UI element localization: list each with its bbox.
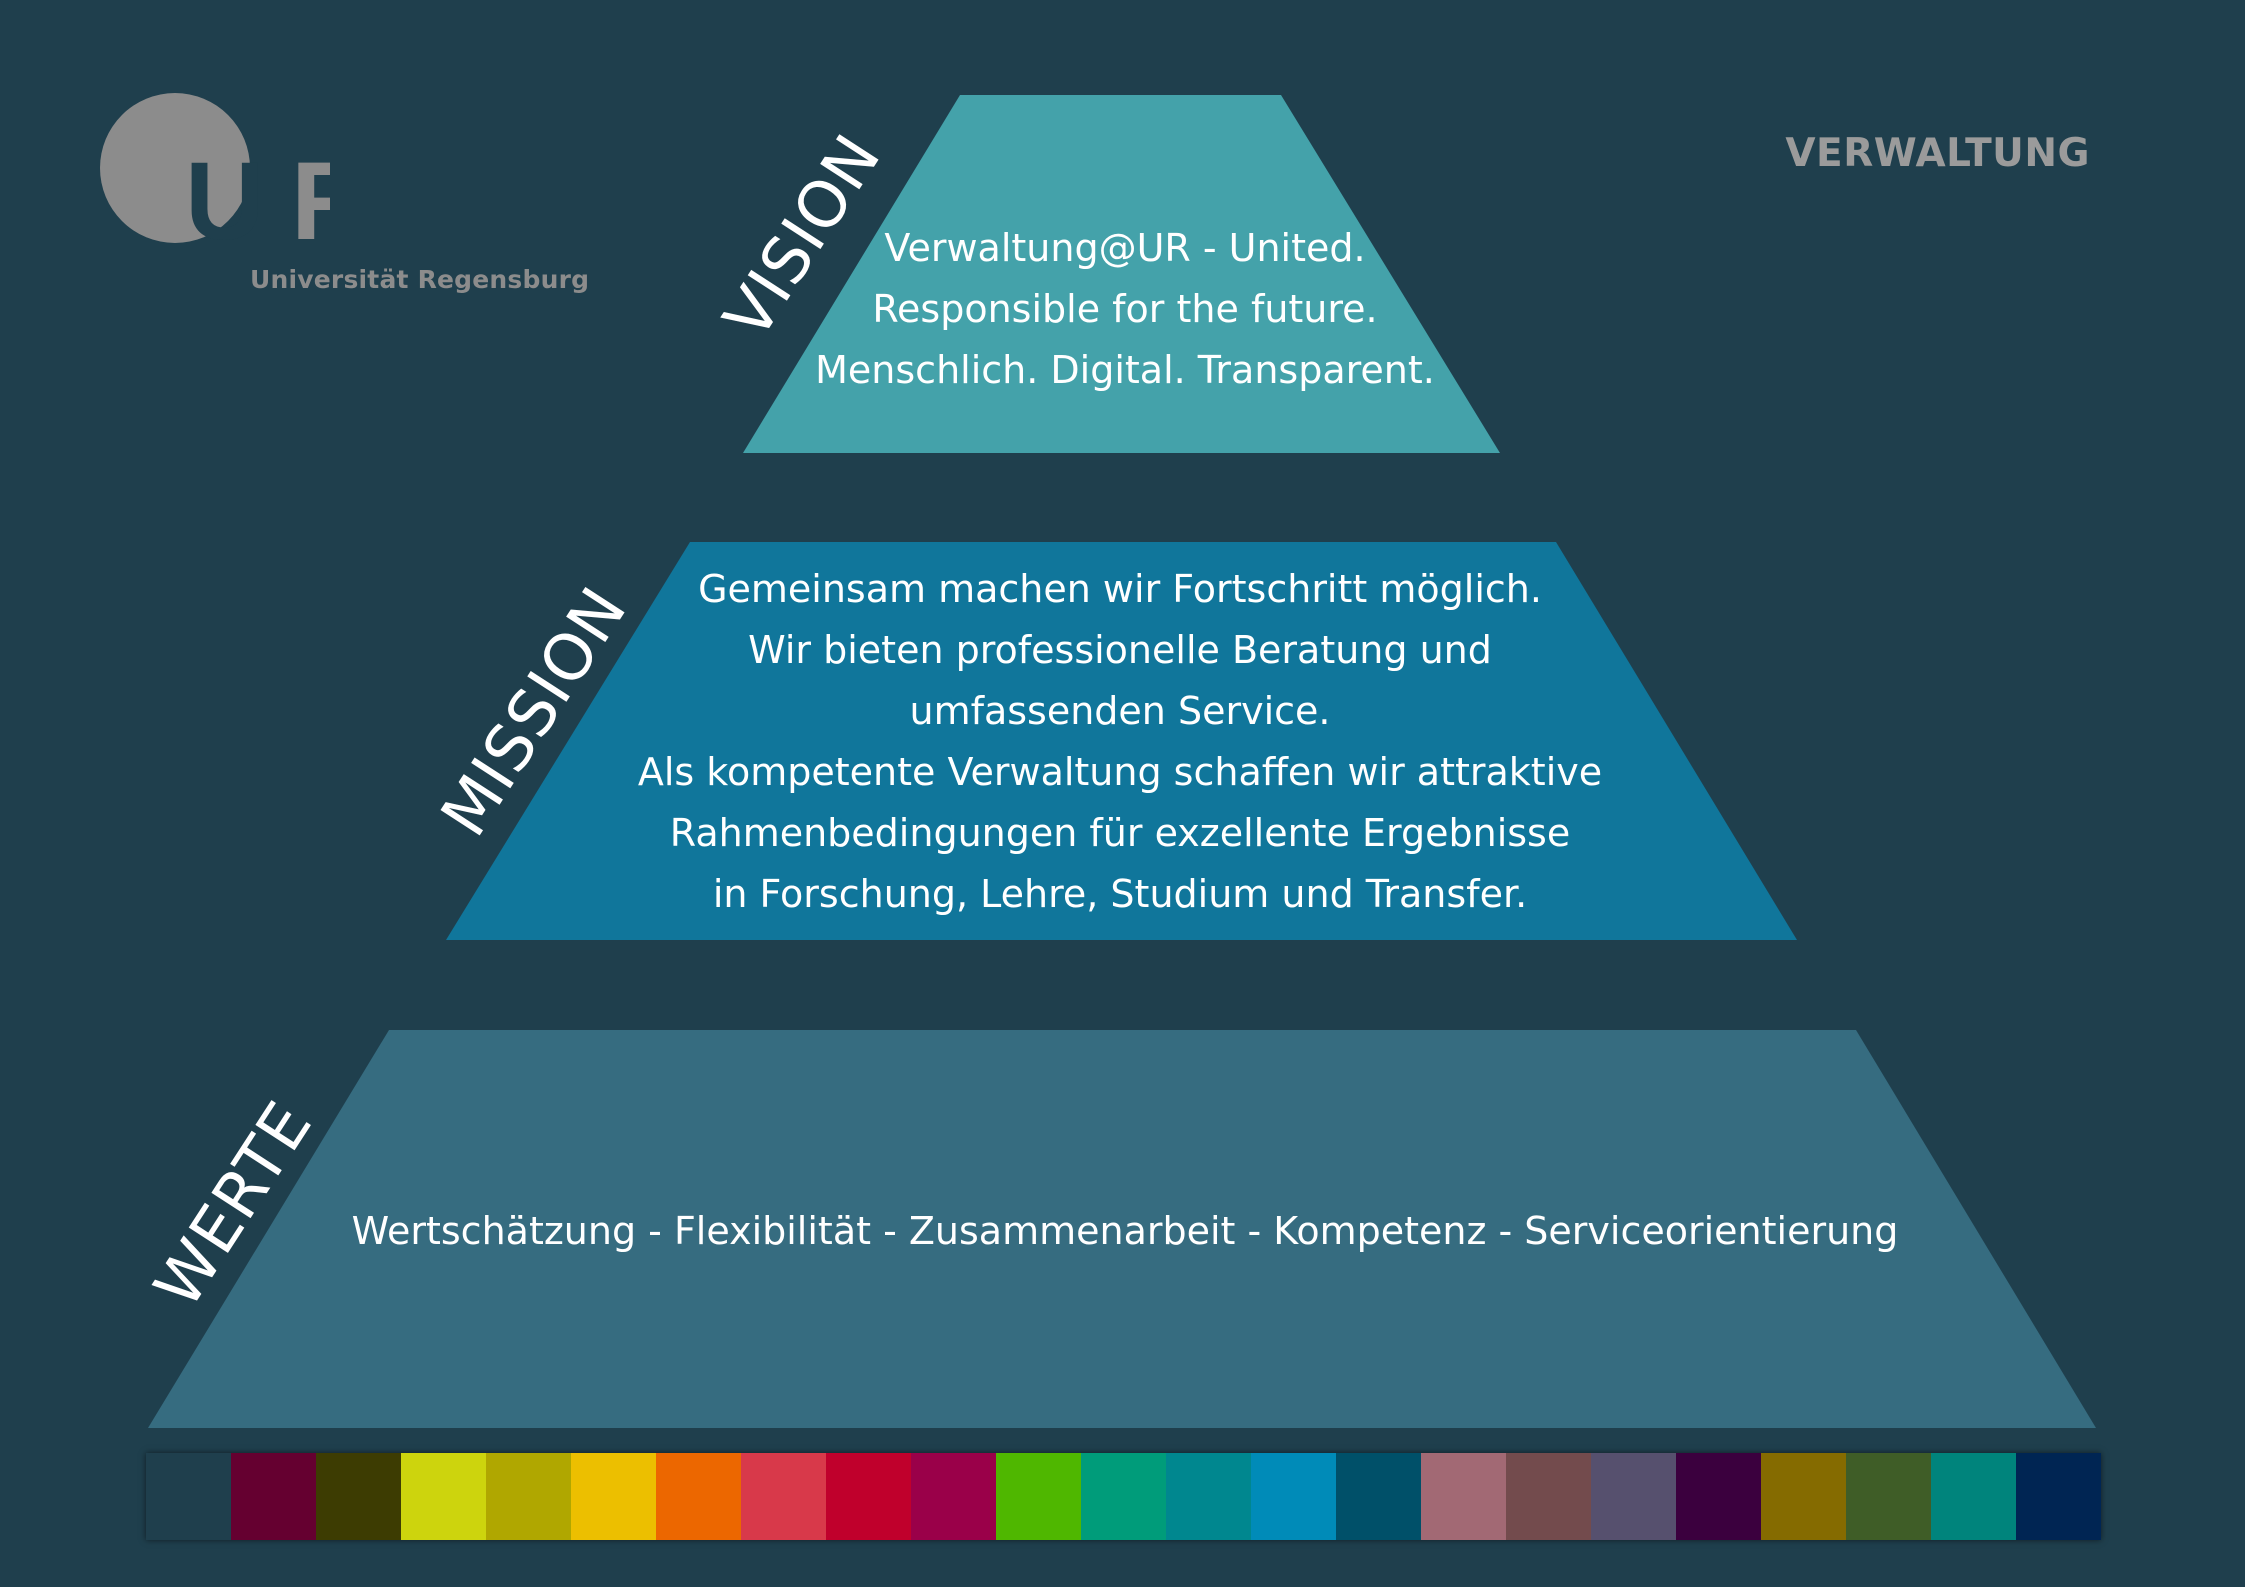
color-swatch [741,1453,826,1540]
mission-line: Wir bieten professionelle Beratung und [748,628,1492,672]
color-swatch [656,1453,741,1540]
color-swatch [2016,1453,2101,1540]
mission-line: Gemeinsam machen wir Fortschritt möglich… [698,567,1542,611]
university-logo: U R Universität Regensburg [100,93,589,303]
color-swatch [571,1453,656,1540]
color-swatch [996,1453,1081,1540]
logo-circle [100,93,250,243]
color-swatch [231,1453,316,1540]
color-swatch [401,1453,486,1540]
university-name: Universität Regensburg [250,265,590,294]
mission-statement: Gemeinsam machen wir Fortschritt möglich… [615,559,1625,925]
color-swatch [1761,1453,1846,1540]
vision-line: Responsible for the future. [872,287,1378,331]
color-swatch [1336,1453,1421,1540]
color-swatch [1931,1453,2016,1540]
color-swatch [146,1453,231,1540]
color-swatch [911,1453,996,1540]
color-swatch [1506,1453,1591,1540]
color-swatch [1081,1453,1166,1540]
color-swatch-strip [146,1453,2101,1540]
mission-line: umfassenden Service. [909,689,1331,733]
logo-letter-u: U [185,140,262,253]
vision-tier [743,95,1500,453]
logo-letter-r: R [291,140,330,253]
values-tier [148,1030,2096,1428]
vision-line: Menschlich. Digital. Transparent. [815,348,1435,392]
mission-tier [446,542,1797,940]
color-swatch [486,1453,571,1540]
color-swatch [1846,1453,1931,1540]
values-line: Wertschätzung - Flexibilität - Zusammena… [351,1209,1899,1253]
color-swatch [1591,1453,1676,1540]
ur-logo-mark: U R [100,93,330,253]
mission-line: in Forschung, Lehre, Studium und Transfe… [712,872,1528,916]
color-swatch [826,1453,911,1540]
color-swatch [316,1453,401,1540]
logo-letters: U R [185,140,330,253]
color-swatch [1676,1453,1761,1540]
mission-line: Als kompetente Verwaltung schaffen wir a… [637,750,1603,794]
color-swatch [1421,1453,1506,1540]
unit-label: VERWALTUNG [1785,131,2090,176]
vision-line: Verwaltung@UR - United. [884,226,1366,270]
vision-statement: Verwaltung@UR - United. Responsible for … [780,218,1470,401]
color-swatch [1251,1453,1336,1540]
values-statement: Wertschätzung - Flexibilität - Zusammena… [330,1205,1920,1257]
mission-line: Rahmenbedingungen für exzellente Ergebni… [669,811,1571,855]
color-swatch [1166,1453,1251,1540]
